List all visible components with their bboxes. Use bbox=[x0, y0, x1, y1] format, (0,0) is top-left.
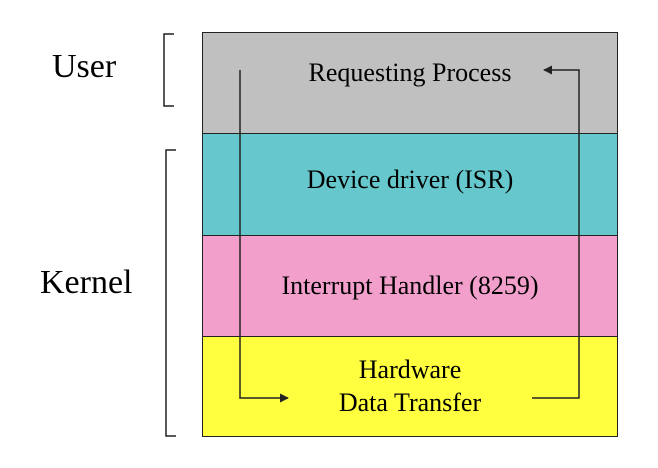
layer-requesting-process: Requesting Process bbox=[202, 32, 618, 134]
layer-interrupt-handler-label: Interrupt Handler (8259) bbox=[281, 270, 539, 300]
user-bracket bbox=[163, 33, 174, 107]
kernel-group-label: Kernel bbox=[40, 264, 133, 301]
layer-interrupt-handler: Interrupt Handler (8259) bbox=[202, 235, 618, 337]
layer-device-driver-label: Device driver (ISR) bbox=[306, 165, 514, 195]
layer-hardware-line2: Data Transfer bbox=[338, 387, 482, 417]
user-group-label: User bbox=[52, 48, 117, 85]
layer-hardware-line1: Hardware bbox=[358, 355, 462, 384]
layer-requesting-process-label: Requesting Process bbox=[308, 57, 512, 87]
layer-hardware: Hardware Data Transfer bbox=[202, 336, 618, 437]
layer-device-driver: Device driver (ISR) bbox=[202, 133, 618, 236]
kernel-bracket bbox=[165, 149, 176, 437]
